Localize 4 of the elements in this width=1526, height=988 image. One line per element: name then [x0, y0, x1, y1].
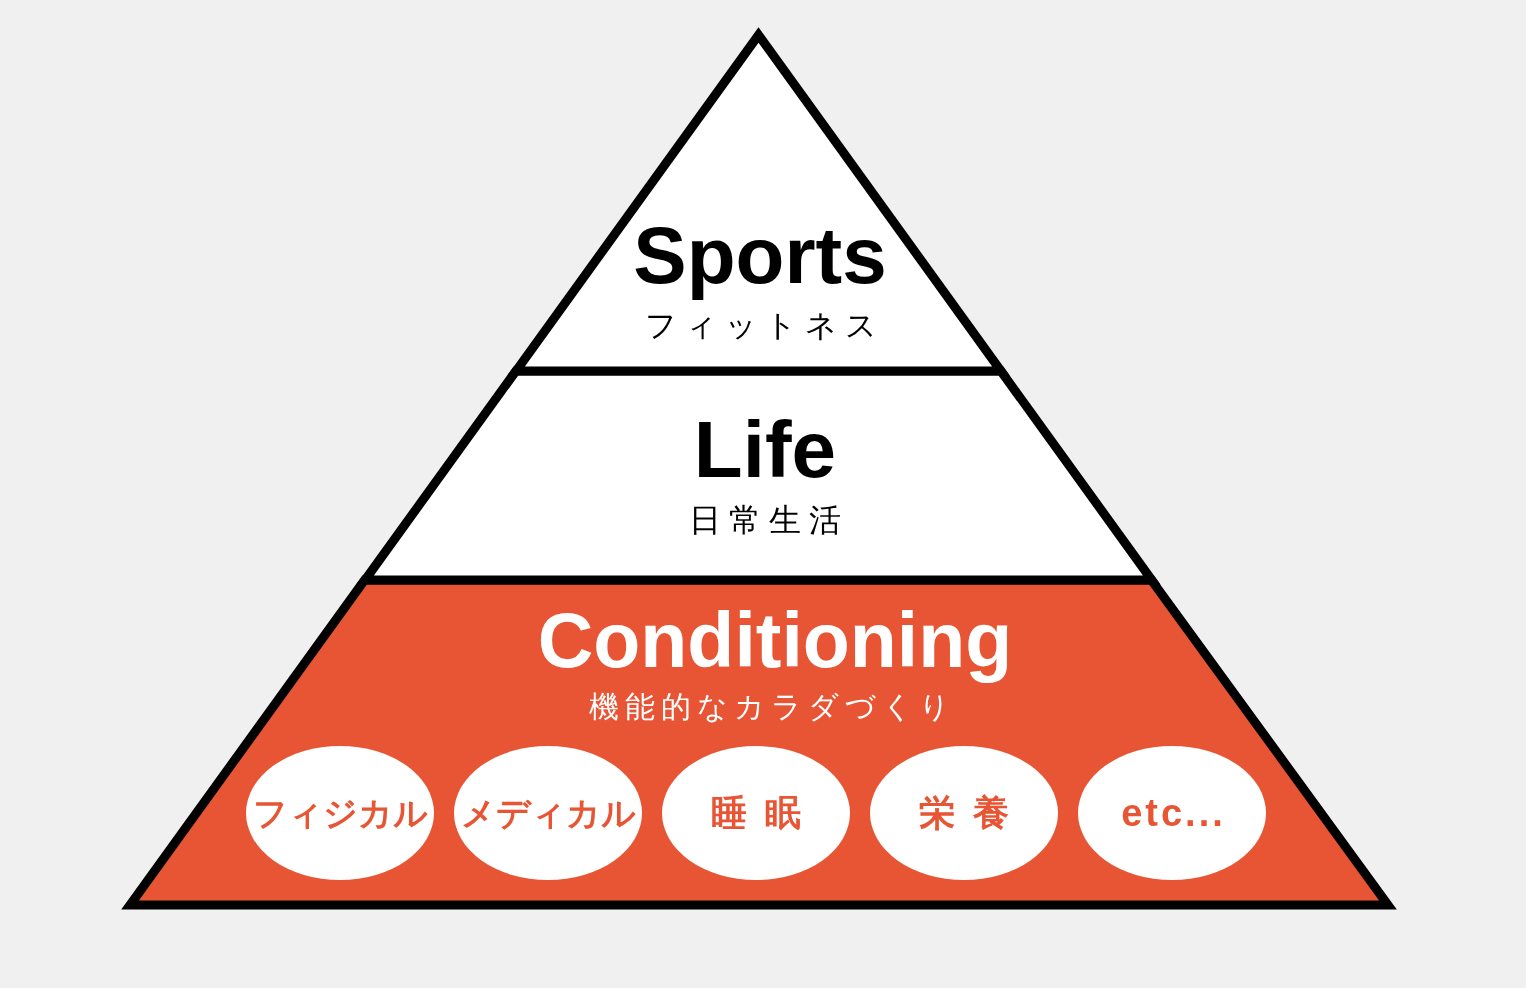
tier-heading: Life: [693, 410, 837, 490]
tier-subheading: 日常生活: [688, 504, 849, 536]
tier-subheading: 機能的なカラダづくり: [587, 692, 956, 722]
tier-subheading: フィットネス: [644, 309, 885, 341]
